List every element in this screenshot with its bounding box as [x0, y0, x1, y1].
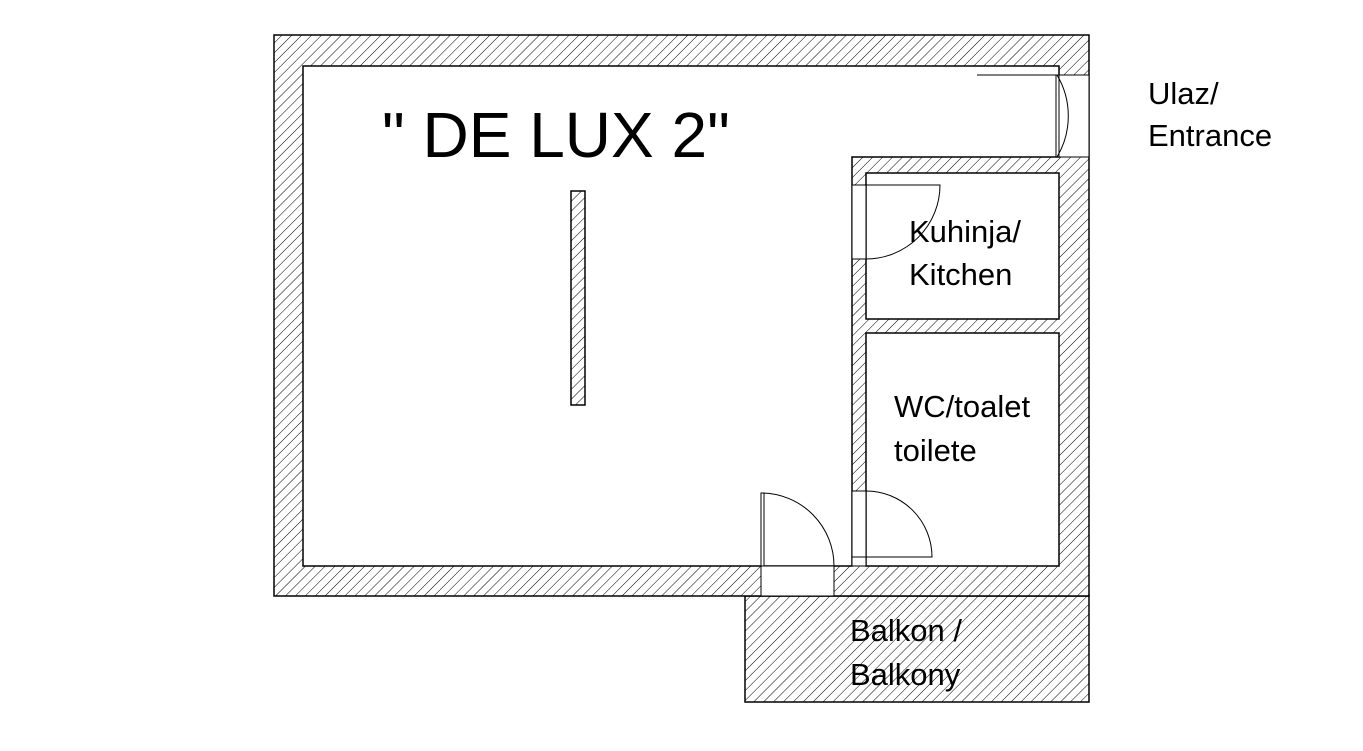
balcony-area: [744, 595, 1090, 703]
balcony-doorway: [760, 565, 835, 597]
entrance-door-leaf: [1055, 74, 1060, 158]
kitchen-label-line2: Kitchen: [909, 257, 1012, 292]
corridor-gap: [851, 556, 867, 567]
main-room: [302, 65, 1060, 567]
balcony-label-line2: Balkony: [850, 657, 961, 692]
room-partition: [570, 190, 586, 406]
balcony-door-leaf: [760, 492, 765, 567]
entrance-label-line2: Entrance: [1148, 118, 1272, 153]
balcony-label-line1: Balkon /: [850, 613, 962, 648]
wc-label-line1: WC/toalet: [894, 389, 1030, 424]
wc-label-line2: toilete: [894, 433, 977, 468]
entrance-label-line1: Ulaz/: [1148, 76, 1219, 111]
balcony-door-swing: [761, 492, 835, 567]
wc-doorway: [851, 490, 867, 558]
entrance-door-swing: [977, 74, 1069, 158]
wc-room: [865, 332, 1060, 567]
plan-title: " DE LUX 2": [382, 99, 730, 171]
kitchen-label-line1: Kuhinja/: [909, 214, 1021, 249]
kitchen-door-swing: [865, 184, 941, 260]
wc-door-swing: [865, 490, 933, 558]
kitchen-doorway: [851, 184, 867, 260]
